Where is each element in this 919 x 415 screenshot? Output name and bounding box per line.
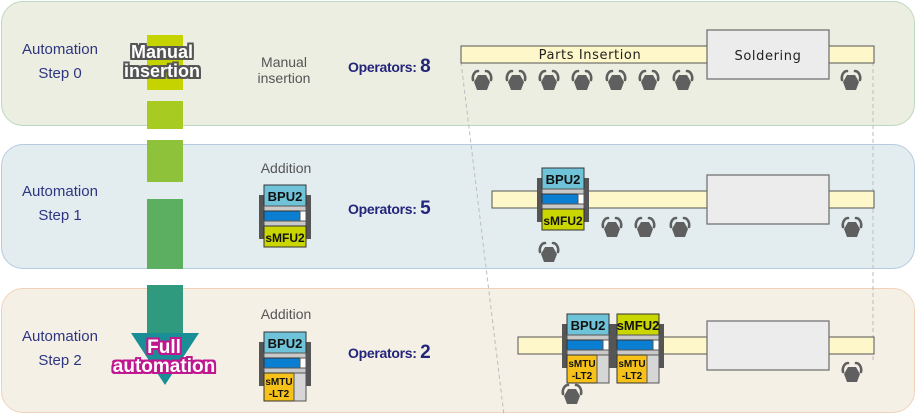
arrow-segment — [147, 199, 183, 269]
operator-icon — [638, 69, 660, 90]
step-0-line: Parts Insertion Soldering — [460, 29, 875, 80]
added-module-step-1: BPU2 sMFU2 — [259, 184, 311, 248]
module-bottom-label: sMTU — [265, 377, 292, 388]
operator-icon — [538, 241, 560, 262]
guide-line-left — [460, 61, 505, 415]
module-bottom-label: -LT2 — [622, 371, 643, 382]
step-2-operators-count: Operators: 2 — [348, 342, 431, 364]
arrow-segment — [147, 285, 183, 333]
operators-label: Operators: — [348, 345, 417, 361]
operator-icon — [601, 216, 623, 237]
change-line1: Manual — [261, 54, 307, 70]
operator-icon — [840, 69, 862, 90]
step-1-operators — [538, 216, 863, 262]
change-line2: insertion — [257, 70, 311, 86]
operator-icon — [605, 69, 627, 90]
arrow-head — [131, 333, 199, 385]
conveyor-label: Parts Insertion — [539, 48, 642, 63]
step-2-label-line1: Automation — [22, 328, 98, 345]
step-2-change-label: Addition — [260, 306, 312, 322]
step-0-operators-count: Operators: 8 — [348, 56, 431, 78]
operators-label: Operators: — [348, 201, 417, 217]
line-module-smfu2-step-2: sMFU2 sMTU-LT2 — [612, 313, 664, 384]
arrow-segment — [147, 140, 183, 182]
added-module-step-2: BPU2 sMTU-LT2 — [259, 331, 311, 402]
operator-icon — [841, 361, 863, 382]
operator-icon — [669, 216, 691, 237]
module-top-label: BPU2 — [268, 336, 303, 351]
step-0-label-line1: Automation — [22, 41, 98, 58]
arrow-segment — [147, 101, 183, 129]
step-0-operators — [471, 69, 862, 90]
step-0-change-label: Manual insertion — [248, 54, 320, 86]
manual-insertion-tag: Manual insertion — [112, 43, 212, 81]
step-1-label-line1: Automation — [22, 183, 98, 200]
step-1-label-line2: Step 1 — [38, 207, 82, 224]
module-top-label: sMFU2 — [617, 318, 660, 333]
full-tag-line1: Full — [147, 337, 181, 358]
operators-label: Operators: — [348, 59, 417, 75]
step-1-change-label: Addition — [260, 160, 312, 176]
soldering-station — [706, 29, 830, 80]
module-top-label: BPU2 — [546, 172, 581, 187]
module-top-label: BPU2 — [268, 189, 303, 204]
line-module-bpu2-step-1: BPU2 sMFU2 — [537, 167, 589, 231]
operator-icon — [634, 216, 656, 237]
operator-icon — [505, 69, 527, 90]
module-bottom-label: sMFU2 — [543, 214, 583, 228]
automation-progress-arrow — [131, 35, 199, 385]
operator-icon — [672, 69, 694, 90]
step-0-label: Automation Step 0 — [0, 38, 120, 86]
step-1-operators-count: Operators: 5 — [348, 198, 431, 220]
operators-number: 2 — [420, 342, 431, 363]
step-2-operators — [561, 361, 863, 404]
manual-tag-line2: insertion — [123, 61, 200, 81]
step-1-label: Automation Step 1 — [0, 180, 120, 228]
module-bottom-label: sMTU — [618, 359, 645, 370]
module-bottom-label: sMTU — [568, 359, 595, 370]
line-module-bpu2-step-2: BPU2 sMTU-LT2 — [562, 313, 614, 384]
step-2-label-line2: Step 2 — [38, 352, 82, 369]
operator-icon — [571, 69, 593, 90]
module-bottom-label: -LT2 — [572, 371, 593, 382]
module-top-label: BPU2 — [571, 318, 606, 333]
full-tag-line2: automation — [112, 356, 216, 377]
soldering-station — [706, 174, 830, 225]
manual-tag-line1: Manual — [130, 42, 193, 62]
soldering-station — [706, 320, 830, 371]
operator-icon — [561, 383, 583, 404]
module-bottom-label: sMFU2 — [265, 231, 305, 245]
full-automation-tag: Full automation — [98, 338, 230, 376]
operator-icon — [471, 69, 493, 90]
operator-icon — [841, 216, 863, 237]
step-2-label: Automation Step 2 — [0, 325, 120, 373]
operators-number: 5 — [420, 198, 431, 219]
station-label: Soldering — [735, 49, 802, 64]
operator-icon — [538, 69, 560, 90]
arrow-segment — [147, 35, 183, 90]
operators-number: 8 — [420, 56, 431, 77]
step-0-label-line2: Step 0 — [38, 65, 82, 82]
module-bottom-label: -LT2 — [269, 389, 290, 400]
